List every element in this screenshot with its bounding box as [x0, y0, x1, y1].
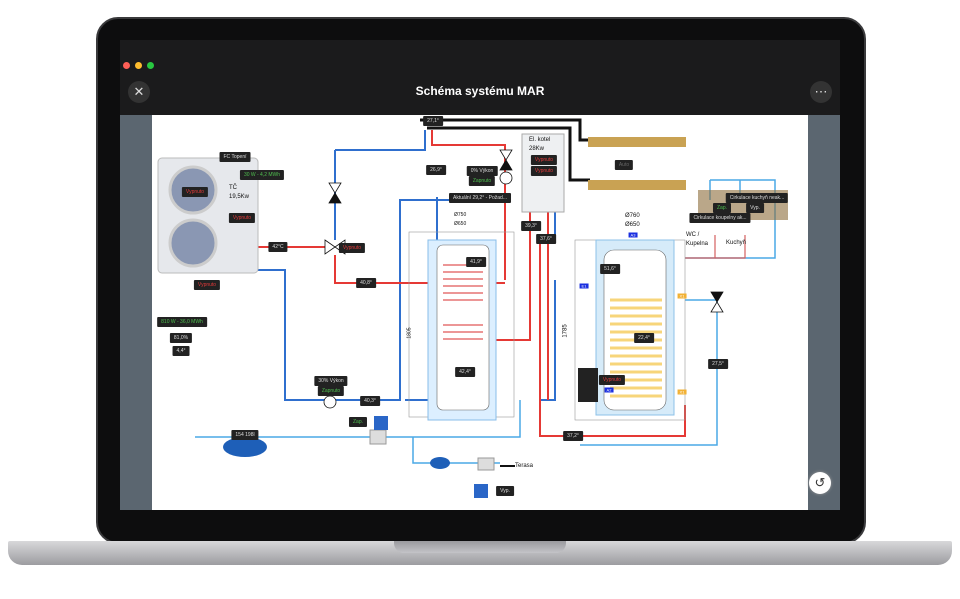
heat-pump-power: 19,5Kw [229, 194, 250, 200]
heat-pump-state-3[interactable]: Vypnuto [193, 280, 221, 290]
mix-valve-state[interactable]: Vypnuto [338, 243, 366, 253]
tank-left-height: 1805 [406, 327, 413, 339]
supply-temp: 42°C [268, 242, 288, 252]
temp-26: 26,9° [426, 165, 446, 175]
port-a2: A2 [604, 387, 614, 393]
close-dot[interactable] [123, 62, 130, 69]
tank-right-d-outer: Ø760 [625, 213, 640, 219]
el-kotel-power: 28Kw [529, 146, 545, 152]
return-temp: 40,8° [356, 278, 376, 288]
hp-stats-energy: 810 W - 36,0 MWh [157, 317, 207, 327]
hp-efficiency: 81,0% [169, 333, 193, 343]
pump-top-state[interactable]: Zapnuto [468, 176, 496, 186]
circulation-kitchen[interactable]: Cirkulace kuchyň neak... [725, 193, 789, 203]
tank-left-d-inner: Ø650 [454, 221, 467, 227]
top-temp: 27,1° [423, 116, 443, 126]
setpoint[interactable]: Aktuální 29,2° - Požad... [449, 193, 511, 203]
temp-39: 39,3° [521, 221, 541, 231]
el-kotel-state-1[interactable]: Vypnuto [530, 155, 558, 165]
tank-left-temp-bottom: 42,4° [455, 367, 475, 377]
port-e1: E1 [579, 283, 589, 289]
pump-top-power: 0% Výkon [466, 166, 498, 176]
close-button[interactable]: ✕ [128, 81, 150, 103]
tank-right-temp-top: 51,6° [600, 264, 620, 274]
window-header [120, 40, 840, 115]
main-valve-state[interactable]: Zap. [348, 417, 368, 427]
terrace-label: Terasa [515, 463, 534, 469]
heat-pump-state-2[interactable]: Vypnuto [228, 213, 256, 223]
more-button[interactable]: ⋯ [810, 81, 832, 103]
tank-left-d-outer: Ø750 [454, 212, 467, 218]
water-meter-reading: 154 198l [231, 430, 259, 440]
maximize-dot[interactable] [147, 62, 154, 69]
outdoor-temp: 4,4° [172, 346, 190, 356]
circulation-bathroom[interactable]: Cirkulace koupelny ak... [689, 213, 751, 223]
temp-37: 37,6° [536, 234, 556, 244]
kitchen-label: Kuchyň [726, 240, 747, 246]
tank-right-d-inner: Ø650 [625, 222, 640, 228]
heat-pump-name[interactable]: FC Topení [219, 152, 251, 162]
terrace-valve-state[interactable]: Vyp. [496, 486, 514, 496]
minimize-dot[interactable] [135, 62, 142, 69]
circulation-off[interactable]: Vyp. [746, 203, 764, 213]
wc-label-2: Kupelna [686, 241, 709, 247]
pump-bottom-power: 30% Výkon [314, 376, 348, 386]
window-title: Schéma systému MAR [415, 84, 545, 98]
heater-state[interactable]: Vypnuto [598, 375, 626, 385]
temp-37b: 37,2° [563, 431, 583, 441]
port-x1-lower: X1 [677, 389, 687, 395]
port-a3: A3 [628, 232, 638, 238]
wc-label-1: WC / [686, 232, 700, 238]
heat-pump-state-1[interactable]: Vypnuto [181, 187, 209, 197]
heat-pump-energy: 30 W - 4,2 MWh [239, 170, 285, 180]
tank-left-temp-top: 41,9° [466, 257, 486, 267]
pump-bottom-state[interactable]: Zapnuto [317, 386, 345, 396]
circulation-on[interactable]: Zap. [712, 203, 732, 213]
tank-right-height: 1785 [562, 324, 569, 338]
more-icon: ⋯ [814, 84, 828, 99]
close-icon: ✕ [133, 84, 145, 99]
port-x1: X1 [677, 293, 687, 299]
laptop-notch [394, 541, 566, 553]
tank-right-temp-mid: 22,4° [634, 333, 654, 343]
el-kotel-state-2[interactable]: Vypnuto [530, 166, 558, 176]
heat-pump-title: TČ [229, 185, 237, 191]
temp-40: 40,3° [360, 396, 380, 406]
el-kotel-title: El. kotel [529, 137, 551, 143]
manifold-mode[interactable]: Auto [614, 160, 634, 170]
schema-diagram[interactable]: 27,1° FC Topení 30 W - 4,2 MWh Vypnuto T… [152, 115, 808, 510]
reset-view-button[interactable]: ↺ [809, 472, 831, 494]
rotate-ccw-icon: ↺ [814, 475, 826, 490]
temp-27: 27,5° [708, 359, 728, 369]
